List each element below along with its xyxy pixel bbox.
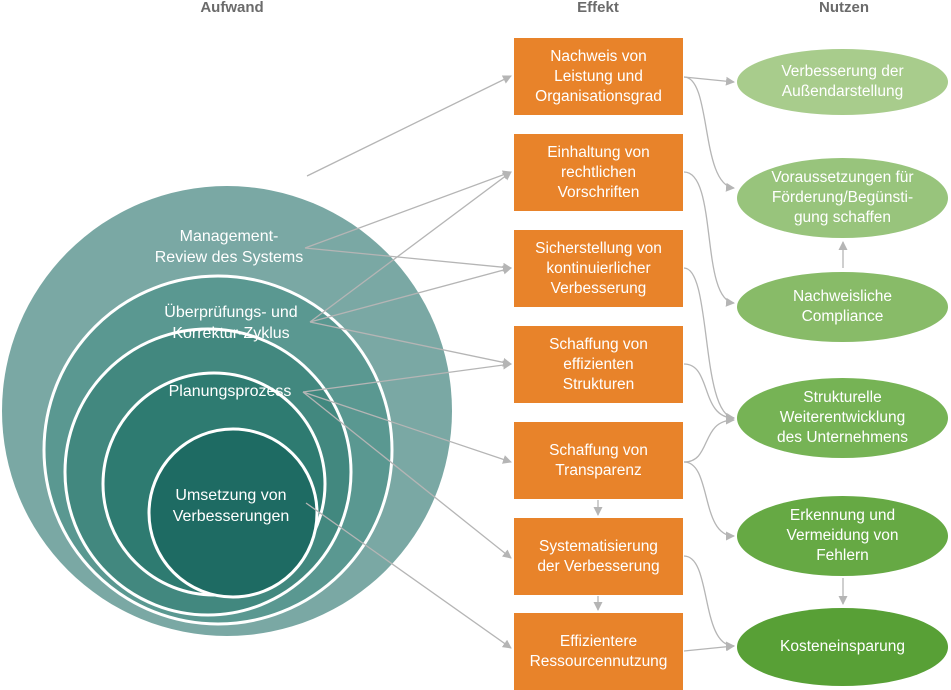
arrow-transparenz-weiterentwicklung	[683, 415, 735, 463]
arrow-management-einhaltung	[304, 170, 512, 249]
arrow-sicherstellung-weiterentwicklung	[683, 267, 735, 422]
arrow-ueberpruefung-sicherstellung	[309, 265, 512, 323]
arrow-planung-transparenz	[302, 391, 512, 464]
arrow-management-sicherstellung	[304, 247, 512, 272]
nutzen-ellipse-kosteneinsparung: Kosteneinsparung	[737, 608, 948, 686]
header-effekt: Effekt	[577, 0, 619, 16]
nutzen-ellipse-aussendarstellung: Verbesserung der Außendarstellung	[737, 49, 948, 115]
arrow-einhaltung-compliance	[683, 171, 735, 307]
circle-umsetzung	[147, 427, 319, 599]
effekt-box-ressourcen: Effizientere Ressourcennutzung	[514, 613, 683, 690]
effekt-box-nachweis: Nachweis von Leistung und Organisationsg…	[514, 38, 683, 115]
nutzen-ellipse-compliance: Nachweisliche Compliance	[737, 272, 948, 342]
effekt-box-transparenz: Schaffung von Transparenz	[514, 422, 683, 499]
nutzen-ellipse-fehlervermeidung: Erkennung und Vermeidung von Fehlern	[737, 496, 948, 576]
arrow-nachweis-aussendarstellung	[683, 76, 735, 86]
arrow-ueberpruefung-strukturen	[309, 321, 512, 367]
effekt-box-systematisierung: Systematisierung der Verbesserung	[514, 518, 683, 595]
header-aufwand: Aufwand	[200, 0, 264, 16]
arrow-planung-systematisierung	[302, 391, 512, 559]
aufwand-label-umsetzung: Umsetzung von Verbesserungen	[172, 487, 290, 525]
arrow-systematisierung-kosten	[683, 555, 735, 651]
effekt-box-einhaltung: Einhaltung von rechtlichen Vorschriften	[514, 134, 683, 211]
header-nutzen: Nutzen	[819, 0, 869, 16]
arrow-planung-strukturen	[302, 360, 512, 393]
arrow-ueberpruefung-einhaltung	[309, 171, 512, 323]
aufwand-label-planungsprozess: Planungsprozess	[168, 383, 292, 400]
arrow-umsetzung-ressourcen	[305, 502, 512, 649]
arrow-ressourcen-kosten	[683, 642, 735, 652]
aufwand-label-ueberpruefung: Überprüfungs- und Korrektur-Zyklus	[164, 304, 298, 342]
arrow-zertifizierung-nachweis	[306, 75, 512, 177]
arrow-strukturen-weiterentwicklung	[683, 363, 735, 423]
effekt-box-strukturen: Schaffung von effizienten Strukturen	[514, 326, 683, 403]
aufwand-label-management-review: Management- Review des Systems	[154, 228, 304, 266]
arrow-transparenz-fehler	[683, 461, 735, 541]
arrow-nachweis-foerderung	[683, 76, 735, 192]
nutzen-ellipse-weiterentwicklung: Strukturelle Weiterentwicklung des Unter…	[737, 378, 948, 458]
aufwand-label-zertifizierung: Zertifizierung	[182, 166, 276, 183]
nutzen-ellipse-foerderung: Voraussetzungen für Förderung/Begünsti- …	[737, 158, 948, 238]
effekt-box-sicherstellung: Sicherstellung von kontinuierlicher Verb…	[514, 230, 683, 307]
